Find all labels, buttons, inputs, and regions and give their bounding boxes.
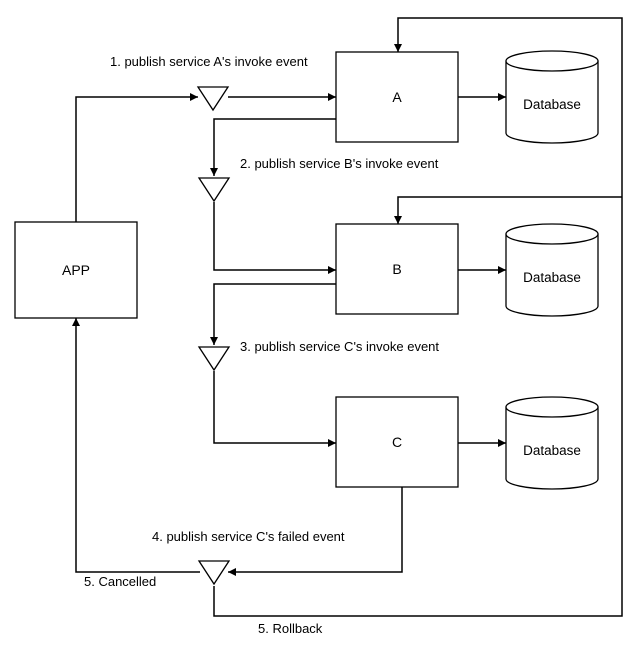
step5-rollback-label: 5. Rollback — [258, 621, 323, 636]
event3-to-c-connector — [213, 371, 336, 447]
service-b-label: B — [392, 261, 401, 277]
step5-cancelled-label: 5. Cancelled — [84, 574, 156, 589]
service-a: A — [335, 51, 459, 143]
app-to-event1-connector — [75, 93, 198, 222]
step-labels: 1. publish service A's invoke event 2. p… — [84, 54, 439, 636]
event3-triangle — [197, 346, 231, 372]
event-triangles — [196, 86, 231, 586]
database-a-top — [505, 50, 599, 72]
step1-label: 1. publish service A's invoke event — [110, 54, 308, 69]
database-a-body — [505, 61, 599, 144]
connectors — [72, 17, 623, 617]
step2-label: 2. publish service B's invoke event — [240, 156, 439, 171]
a-to-event2-connector — [210, 118, 336, 176]
app: APP — [14, 221, 138, 319]
service-b: B — [335, 223, 459, 315]
event2-to-b-connector — [213, 202, 336, 274]
rollback-to-a-connector — [213, 17, 623, 617]
event4-to-app-cancel-connector — [72, 318, 200, 573]
database-c-label: Database — [523, 443, 581, 458]
event2-triangle — [197, 177, 231, 203]
database-c: Database — [505, 396, 599, 490]
service-c-label: C — [392, 434, 402, 450]
event4-triangle — [197, 560, 231, 586]
step3-label: 3. publish service C's invoke event — [240, 339, 439, 354]
app-box — [14, 221, 138, 319]
service-a-label: A — [392, 89, 402, 105]
app-label: APP — [62, 262, 90, 278]
database-c-body — [505, 407, 599, 490]
b-to-event3-connector — [210, 283, 336, 345]
service-b-box — [335, 223, 459, 315]
event1-triangle — [196, 86, 230, 112]
service-c-box — [335, 396, 459, 488]
database-c-top — [505, 396, 599, 418]
database-a-label: Database — [523, 97, 581, 112]
service-c: C — [335, 396, 459, 488]
step4-label: 4. publish service C's failed event — [152, 529, 345, 544]
database-b-top — [505, 223, 599, 245]
database-b-body — [505, 234, 599, 317]
service-a-box — [335, 51, 459, 143]
rollback-to-b-connector — [394, 196, 622, 224]
database-b-label: Database — [523, 270, 581, 285]
c-to-event4-connector — [228, 487, 403, 576]
database-a: Database — [505, 50, 599, 144]
database-b: Database — [505, 223, 599, 317]
